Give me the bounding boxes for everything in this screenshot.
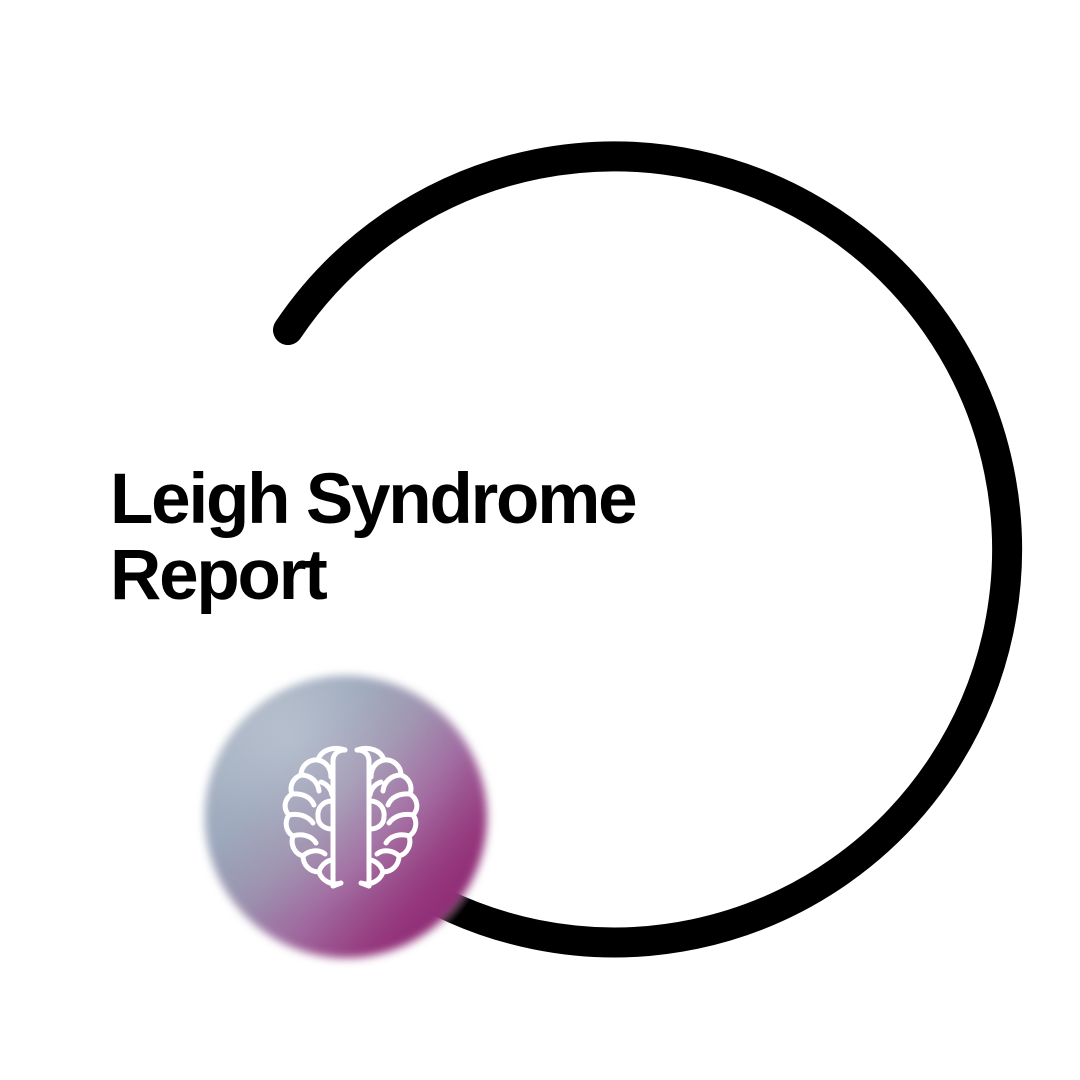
page-title-line-1: Leigh Syndrome [110, 460, 638, 539]
orb-highlight [205, 676, 487, 958]
brand-orb [185, 658, 505, 978]
page-title-line-2: Report [110, 536, 328, 615]
brain-icon [282, 745, 420, 889]
orb-gradient [205, 676, 487, 958]
page-title: Leigh Syndrome Report [110, 462, 750, 614]
